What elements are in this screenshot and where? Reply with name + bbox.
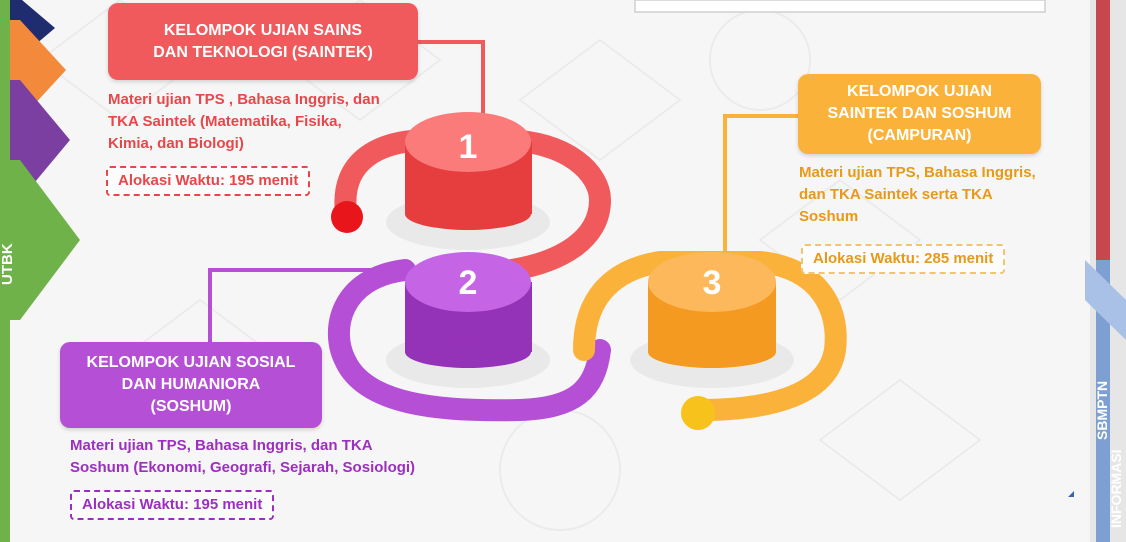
description-soshum: Materi ujian TPS, Bahasa Inggris, dan TK…: [70, 437, 416, 476]
ring-purple: [327, 259, 611, 422]
allocation-campuran: Alokasi Waktu: 285 menit: [801, 244, 1006, 274]
description-saintek: Materi ujian TPS , Bahasa Inggris, dan T…: [108, 91, 380, 152]
cylinder-1: [386, 112, 550, 250]
left-chevrons: [0, 0, 80, 542]
dot-orange: [681, 396, 715, 430]
title-soshum: KELOMPOK UJIAN SOSIAL DAN HUMANIORA (SOS…: [86, 354, 296, 415]
right-bars: [1085, 0, 1126, 542]
allocation-saintek: Alokasi Waktu: 195 menit: [106, 166, 311, 196]
number-1: 1: [458, 128, 478, 166]
allocation-soshum: Alokasi Waktu: 195 menit: [70, 490, 275, 520]
title-box-soshum: KELOMPOK UJIAN SOSIAL DAN HUMANIORA (SOS…: [60, 342, 322, 428]
right-side-label-sbmptn: SBMPTN: [1094, 380, 1110, 440]
title-box-campuran: KELOMPOK UJIAN SAINTEK DAN SOSHUM (CAMPU…: [798, 74, 1041, 154]
number-3: 3: [702, 264, 722, 302]
title-saintek: KELOMPOK UJIAN SAINS DAN TEKNOLOGI (SAIN…: [153, 21, 373, 61]
connector-lines: [208, 40, 798, 345]
cylinder-2: [386, 252, 550, 388]
ring-orange: [573, 251, 847, 421]
dot-red: [331, 201, 363, 233]
title-box-saintek: KELOMPOK UJIAN SAINS DAN TEKNOLOGI (SAIN…: [108, 3, 418, 80]
left-side-label: UTBK: [0, 243, 16, 285]
cylinder-3: [630, 252, 794, 388]
right-side-label-informasi: INFORMASI: [1108, 449, 1124, 528]
small-arrow-icon: [1068, 491, 1074, 497]
number-2: 2: [458, 264, 478, 302]
title-campuran: KELOMPOK UJIAN SAINTEK DAN SOSHUM (CAMPU…: [827, 83, 1012, 144]
ring-red: [334, 129, 612, 281]
description-campuran: Materi ujian TPS, Bahasa Inggris, dan TK…: [799, 164, 1036, 225]
